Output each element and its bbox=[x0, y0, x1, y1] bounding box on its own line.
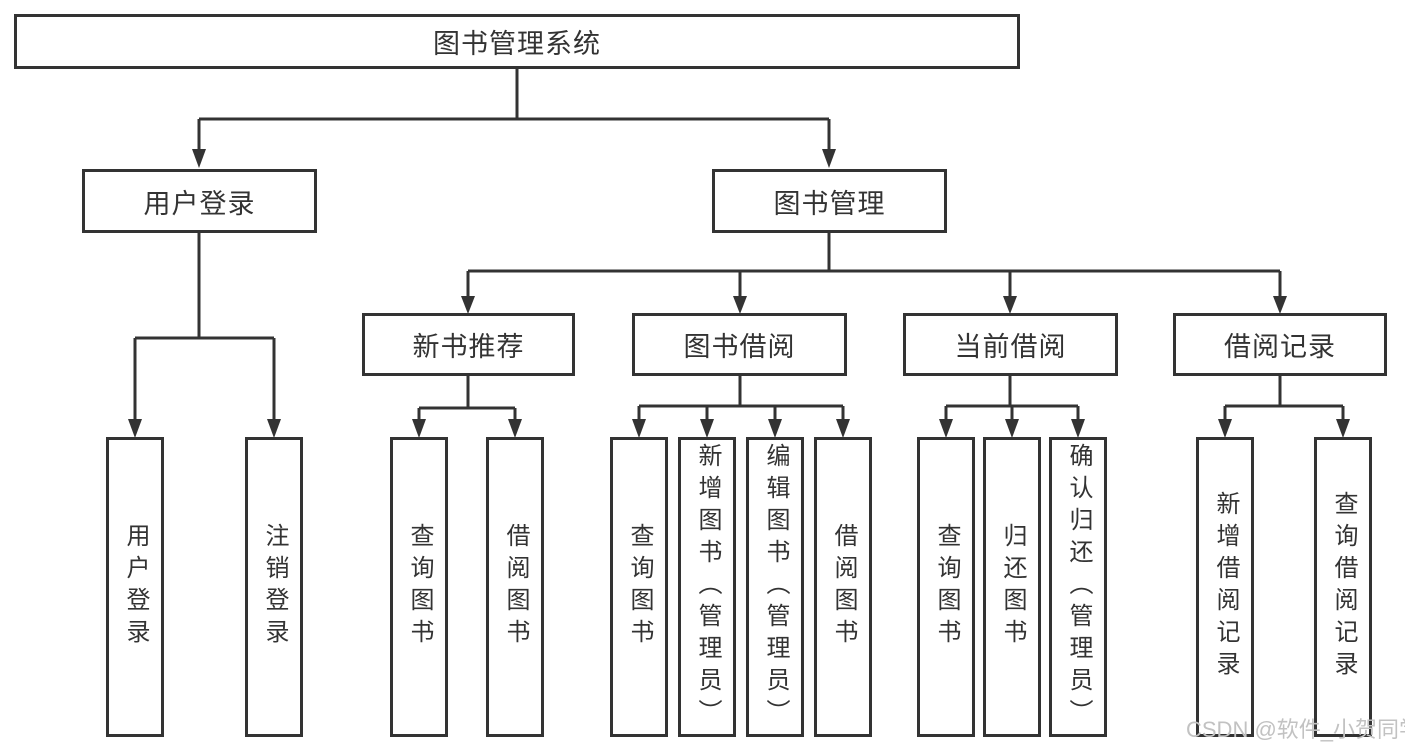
node-leaf-query-books-borrow-label: 查询图书 bbox=[626, 523, 653, 651]
node-leaf-borrow-books-recommend-label: 借阅图书 bbox=[502, 523, 529, 651]
arrowhead-icon bbox=[939, 419, 953, 438]
node-current-borrow-label: 当前借阅 bbox=[954, 332, 1067, 362]
node-new-book-recommend: 新书推荐 bbox=[362, 313, 575, 376]
node-book-borrow-label: 图书借阅 bbox=[683, 332, 796, 362]
node-leaf-borrow-books: 借阅图书 bbox=[814, 437, 872, 737]
node-leaf-logout-label: 注销登录 bbox=[261, 523, 288, 651]
node-book-management-label: 图书管理 bbox=[773, 188, 886, 219]
connector-current-borrow-children bbox=[944, 376, 1080, 420]
node-leaf-edit-book-admin: 编辑图书（管理员） bbox=[746, 437, 804, 737]
node-current-borrow: 当前借阅 bbox=[903, 313, 1118, 376]
arrowhead-icon bbox=[461, 296, 475, 314]
arrowhead-icon bbox=[267, 419, 281, 438]
arrowhead-icon bbox=[192, 149, 206, 168]
arrowhead-icon bbox=[632, 419, 646, 438]
arrowhead-icon bbox=[768, 419, 782, 438]
connector-user-login-children bbox=[133, 233, 276, 420]
node-leaf-add-book-admin: 新增图书（管理员） bbox=[678, 437, 736, 737]
node-leaf-add-book-admin-label: 新增图书（管理员） bbox=[694, 443, 721, 731]
node-root-label: 图书管理系统 bbox=[433, 29, 601, 59]
connector-root-to-level2 bbox=[197, 69, 831, 150]
node-leaf-confirm-return-admin-label: 确认归还（管理员） bbox=[1065, 443, 1092, 731]
node-leaf-return-book-label: 归还图书 bbox=[999, 523, 1026, 651]
node-book-borrow: 图书借阅 bbox=[632, 313, 847, 376]
node-book-management: 图书管理 bbox=[712, 169, 947, 233]
node-leaf-borrow-books-label: 借阅图书 bbox=[830, 523, 857, 651]
node-leaf-add-borrow-record-label: 新增借阅记录 bbox=[1212, 491, 1239, 683]
arrowhead-icon bbox=[1273, 296, 1287, 314]
arrowhead-icon bbox=[1005, 419, 1019, 438]
node-leaf-add-borrow-record: 新增借阅记录 bbox=[1196, 437, 1254, 737]
node-leaf-query-books-recommend-label: 查询图书 bbox=[406, 523, 433, 651]
arrowhead-icon bbox=[128, 419, 142, 438]
arrowhead-icon bbox=[412, 419, 426, 438]
node-user-login: 用户登录 bbox=[82, 169, 317, 233]
node-leaf-query-borrow-record: 查询借阅记录 bbox=[1314, 437, 1372, 737]
node-leaf-edit-book-admin-label: 编辑图书（管理员） bbox=[762, 443, 789, 731]
arrowhead-icon bbox=[836, 419, 850, 438]
arrowhead-icon bbox=[1003, 296, 1017, 314]
node-leaf-query-borrow-record-label: 查询借阅记录 bbox=[1330, 491, 1357, 683]
node-leaf-query-books-recommend: 查询图书 bbox=[390, 437, 448, 737]
node-leaf-logout: 注销登录 bbox=[245, 437, 303, 737]
connector-borrow-records-children bbox=[1223, 376, 1345, 420]
node-user-login-label: 用户登录 bbox=[143, 188, 256, 219]
node-new-book-recommend-label: 新书推荐 bbox=[412, 332, 525, 362]
node-leaf-query-books-current-label: 查询图书 bbox=[933, 523, 960, 651]
node-root: 图书管理系统 bbox=[14, 14, 1020, 69]
node-leaf-user-login-label: 用户登录 bbox=[122, 523, 149, 651]
node-leaf-borrow-books-recommend: 借阅图书 bbox=[486, 437, 544, 737]
arrowhead-icon bbox=[1336, 419, 1350, 438]
arrowhead-icon bbox=[822, 149, 836, 168]
arrowhead-icon bbox=[508, 419, 522, 438]
csdn-watermark: CSDN @软件_小贺同学 bbox=[1186, 717, 1405, 742]
arrowhead-icon bbox=[1218, 419, 1232, 438]
arrowhead-icon bbox=[733, 296, 747, 314]
node-leaf-query-books-current: 查询图书 bbox=[917, 437, 975, 737]
connector-new-book-children bbox=[417, 376, 517, 420]
node-leaf-query-books-borrow: 查询图书 bbox=[610, 437, 668, 737]
connector-book-borrow-children bbox=[637, 376, 845, 420]
node-leaf-confirm-return-admin: 确认归还（管理员） bbox=[1049, 437, 1107, 737]
node-borrow-records-label: 借阅记录 bbox=[1224, 332, 1336, 362]
node-leaf-return-book: 归还图书 bbox=[983, 437, 1041, 737]
arrowheads bbox=[128, 149, 1350, 438]
node-borrow-records: 借阅记录 bbox=[1173, 313, 1387, 376]
node-leaf-user-login: 用户登录 bbox=[106, 437, 164, 737]
connector-book-management-children bbox=[466, 233, 1282, 297]
arrowhead-icon bbox=[1071, 419, 1085, 438]
arrowhead-icon bbox=[700, 419, 714, 438]
